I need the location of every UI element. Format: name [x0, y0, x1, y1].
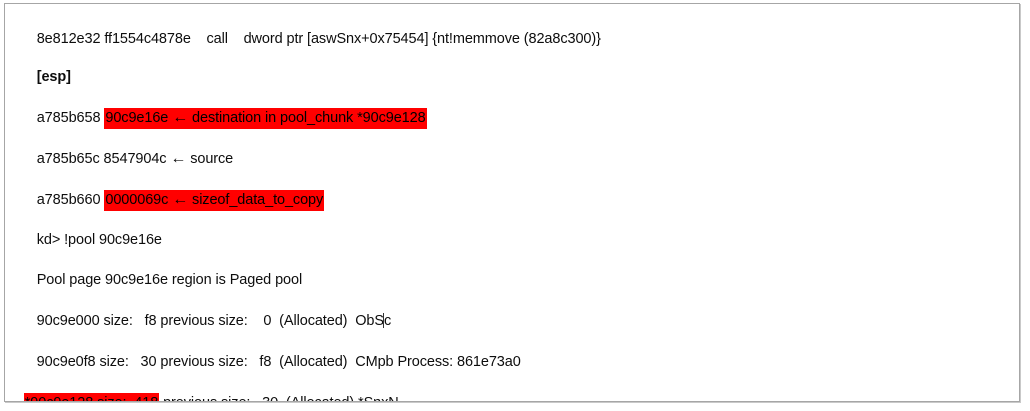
size-annotation: sizeof_data_to_copy — [188, 192, 324, 208]
command-text: kd> !pool 90c9e16e — [36, 232, 162, 248]
log-line-stack-size: a785b660 0000069c ← sizeof_data_to_copy — [5, 171, 1019, 229]
log-line-pool-chunk-snxn: *90c9e128 size: 418 previous size: 30 (A… — [5, 375, 1019, 401]
destination-annotation: destination in pool_chunk *90c9e128 — [188, 110, 426, 126]
debugger-output-panel[interactable]: 8e812e32 ff1554c4878e call dword ptr [as… — [4, 3, 1020, 402]
left-arrow-icon: ← — [170, 150, 187, 167]
log-line-pool-chunk-cmpb: 90c9e0f8 size: 30 previous size: f8 (All… — [5, 334, 1019, 391]
log-line-stack-destination: a785b658 90c9e16e ← destination in pool_… — [5, 89, 1019, 147]
size-highlight: 0000069c ← sizeof_data_to_copy — [104, 190, 325, 211]
size-value: 0000069c — [105, 192, 173, 208]
log-line-stack-source: a785b65c 8547904c ← source — [5, 130, 1019, 188]
log-text: 8e812e32 ff1554c4878e call dword ptr [as… — [36, 31, 601, 47]
stack-address: a785b660 — [36, 192, 105, 208]
log-text: 90c9e000 size: f8 previous size: 0 (Allo… — [32, 313, 384, 329]
log-line-pool-page-region: Pool page 90c9e16e region is Paged pool — [5, 252, 1019, 309]
log-text: Pool page 90c9e16e region is Paged pool — [36, 272, 303, 288]
log-text-tail: previous size: 30 (Allocated) *SnxN — [159, 395, 399, 401]
overflowed-chunk-highlight: *90c9e128 size: 418 — [23, 393, 160, 401]
log-text-tail: c — [383, 313, 392, 329]
left-arrow-icon: ← — [172, 109, 189, 126]
source-annotation: source — [186, 151, 234, 167]
log-line-command-pool[interactable]: kd> !pool 90c9e16e — [5, 212, 1019, 269]
log-line-esp-label: [esp] — [5, 49, 1019, 106]
destination-highlight: 90c9e16e ← destination in pool_chunk *90… — [104, 108, 427, 129]
source-address-value: a785b65c 8547904c — [36, 151, 171, 167]
text-caret — [383, 313, 385, 328]
esp-label: [esp] — [36, 69, 71, 85]
log-text: 90c9e0f8 size: 30 previous size: f8 (All… — [32, 354, 521, 370]
stack-address: a785b658 — [36, 110, 105, 126]
log-line-pool-chunk-obsc: 90c9e000 size: f8 previous size: 0 (Allo… — [5, 293, 1019, 350]
log-line-disassembly-call: 8e812e32 ff1554c4878e call dword ptr [as… — [5, 11, 1019, 68]
destination-value: 90c9e16e — [105, 110, 173, 126]
left-arrow-icon: ← — [172, 191, 189, 208]
